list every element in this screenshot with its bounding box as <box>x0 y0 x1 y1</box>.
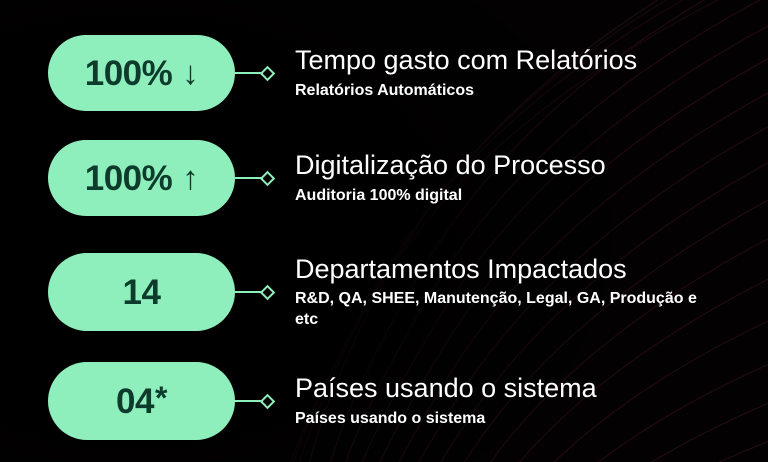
asterisk-icon: * <box>154 380 167 416</box>
stat-value: 100% <box>84 53 173 93</box>
stat-pill: 04 * <box>48 362 235 440</box>
stat-title: Departamentos Impactados <box>295 253 627 284</box>
stat-subtitle: Relatórios Automáticos <box>295 81 474 99</box>
stat-metric: 14 <box>123 275 161 310</box>
stat-row: 100% ↑ Digitalização do Processo Auditor… <box>0 133 768 223</box>
stat-subtitle: Países usando o sistema <box>295 409 486 427</box>
diamond-icon <box>259 284 276 300</box>
stat-metric: 04 * <box>116 380 167 421</box>
stat-text-block: Digitalização do Processo Auditoria 100%… <box>295 150 606 205</box>
connector-line <box>235 400 263 402</box>
stat-title: Países usando o sistema <box>295 373 597 404</box>
pill-connector <box>235 393 276 409</box>
stat-text-block: Departamentos Impactados R&D, QA, SHEE, … <box>295 254 715 330</box>
pill-connector <box>235 284 276 300</box>
stat-text-block: Países usando o sistema Países usando o … <box>295 373 597 428</box>
connector-line <box>235 72 263 74</box>
stat-value: 100% <box>84 158 173 198</box>
stat-metric: 100% ↓ <box>85 56 199 91</box>
diamond-icon <box>259 393 276 409</box>
stat-text-block: Tempo gasto com Relatórios Relatórios Au… <box>295 45 637 100</box>
stat-value: 14 <box>122 272 161 312</box>
stat-row: 04 * Países usando o sistema Países usan… <box>0 361 768 441</box>
stat-pill-wrapper: 100% ↑ <box>0 140 276 216</box>
stat-title: Tempo gasto com Relatórios <box>295 45 638 76</box>
pill-connector <box>235 65 276 81</box>
connector-line <box>235 177 263 179</box>
stat-subtitle: R&D, QA, SHEE, Manutenção, Legal, GA, Pr… <box>295 290 697 329</box>
arrow-up-icon: ↑ <box>182 158 199 196</box>
stat-subtitle: Auditoria 100% digital <box>295 186 463 204</box>
stat-pill: 100% ↑ <box>48 140 235 216</box>
stat-row: 100% ↓ Tempo gasto com Relatórios Relató… <box>0 28 768 118</box>
pill-connector <box>235 170 276 186</box>
connector-line <box>235 291 263 293</box>
stat-pill: 14 <box>48 253 235 331</box>
stat-value: 04 <box>116 381 154 421</box>
stat-metric: 100% ↑ <box>85 161 199 196</box>
stat-pill-wrapper: 04 * <box>0 362 276 440</box>
stat-pill: 100% ↓ <box>48 35 235 111</box>
diamond-icon <box>259 65 276 81</box>
stat-title: Digitalização do Processo <box>295 150 606 181</box>
diamond-icon <box>259 170 276 186</box>
stat-pill-wrapper: 100% ↓ <box>0 35 276 111</box>
arrow-down-icon: ↓ <box>182 53 199 91</box>
stat-pill-wrapper: 14 <box>0 253 276 331</box>
stat-row: 14 Departamentos Impactados R&D, QA, SHE… <box>0 246 768 338</box>
